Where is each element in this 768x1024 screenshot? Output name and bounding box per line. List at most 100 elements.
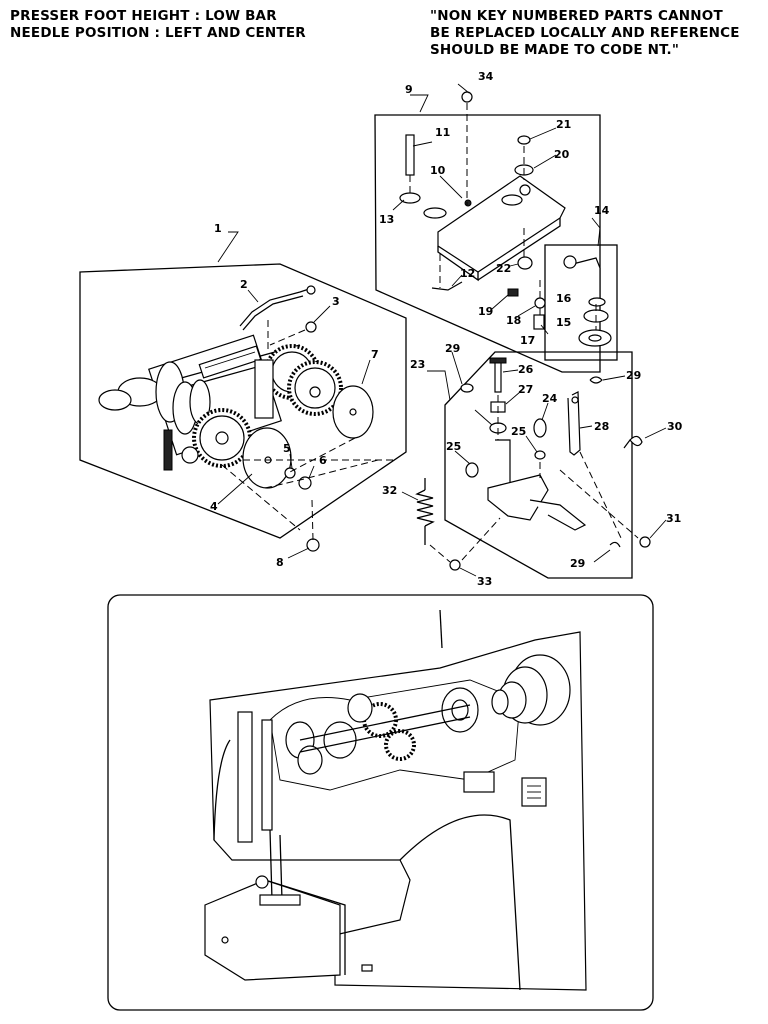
leader-2	[247, 289, 259, 303]
leader-29b	[602, 375, 626, 381]
callout-9: 9	[405, 83, 413, 96]
callout-19: 19	[478, 305, 493, 318]
callout-7: 7	[371, 348, 379, 361]
leader-25b	[525, 435, 538, 453]
leader-25a	[454, 450, 471, 465]
leader-33	[459, 567, 477, 577]
needle-position-text: NEEDLE POSITION : LEFT AND CENTER	[10, 25, 306, 41]
leader-22	[509, 263, 519, 267]
leader-19	[491, 294, 509, 310]
leader-18	[517, 305, 536, 317]
leader-28	[579, 425, 593, 429]
leader-34	[457, 83, 470, 94]
callout-21: 21	[556, 118, 571, 131]
needle-plate-outline	[374, 114, 601, 373]
presser-foot-height-text: PRESSER FOOT HEIGHT : LOW BAR	[10, 8, 277, 24]
callout-2: 2	[240, 278, 248, 291]
sewing-machine-body	[107, 594, 654, 1011]
callout-11: 11	[435, 126, 450, 139]
lever-28	[567, 391, 581, 456]
needle-plate-group	[374, 83, 618, 373]
callout-12: 12	[460, 267, 475, 280]
spindle-pin	[405, 134, 415, 176]
leader-17	[540, 324, 549, 335]
callout-17: 17	[520, 334, 535, 347]
leader-10	[439, 175, 463, 199]
leader-29c	[593, 549, 611, 563]
callout-22: 22	[496, 262, 511, 275]
dash-g1-b	[269, 329, 306, 346]
callout-4: 4	[210, 500, 218, 513]
spring-32	[415, 489, 435, 527]
leader-7	[361, 359, 371, 385]
callout-29b: 29	[626, 369, 641, 382]
dash-g1-g	[289, 437, 356, 473]
clip-29-top	[589, 376, 603, 384]
presser-bar-bracket	[495, 439, 511, 486]
leader-26	[502, 369, 519, 373]
callout-14: 14	[594, 204, 610, 217]
clip-29-bottom	[609, 541, 621, 548]
spring-30	[623, 435, 643, 449]
notice-line-2: BE REPLACED LOCALLY AND REFERENCE	[430, 25, 740, 41]
replacement-notice: "NON KEY NUMBERED PARTS CANNOT BE REPLAC…	[430, 8, 740, 59]
callout-25b: 25	[511, 425, 526, 438]
presser-bar-group	[401, 351, 667, 579]
callout-20: 20	[554, 148, 570, 161]
callout-numbers: 1 2 3 4 5 6 7 8 9 10 11 12 13 14 15 16 1…	[210, 70, 683, 588]
notice-line-1: "NON KEY NUMBERED PARTS CANNOT	[430, 8, 723, 24]
notice-line-3: SHOULD BE MADE TO CODE NT."	[430, 42, 680, 58]
presser-foot-holder	[487, 474, 549, 521]
leader-30	[644, 427, 667, 439]
callout-13: 13	[379, 213, 394, 226]
callout-24: 24	[542, 392, 558, 405]
callout-29c: 29	[570, 557, 585, 570]
leader-20	[533, 154, 557, 169]
callout-28: 28	[594, 420, 609, 433]
callout-8: 8	[276, 556, 284, 569]
callout-5a: 5	[283, 442, 291, 455]
leader-32	[401, 491, 419, 501]
callout-32: 32	[382, 484, 397, 497]
callout-33: 33	[477, 575, 492, 588]
presser-foot-note: PRESSER FOOT HEIGHT : LOW BAR NEEDLE POS…	[10, 8, 306, 42]
lever-part	[239, 285, 316, 331]
callout-10: 10	[430, 164, 446, 177]
presser-bar-outline	[444, 351, 633, 579]
dash-g1-f	[311, 499, 314, 541]
screw-26	[494, 359, 502, 393]
leader-23	[427, 370, 451, 401]
leader-3	[313, 305, 331, 323]
leader-1	[217, 231, 239, 263]
callout-16: 16	[556, 292, 572, 305]
gear-assembly-group	[79, 231, 407, 559]
leader-9	[410, 94, 429, 113]
leader-24	[541, 402, 549, 421]
thread-guide-arm	[564, 257, 601, 300]
callout-3: 3	[332, 295, 340, 308]
gear-assembly-outline	[79, 263, 407, 539]
leader-6	[308, 465, 315, 479]
dash-g1-e	[221, 464, 301, 531]
leader-21	[529, 127, 557, 140]
callout-18: 18	[506, 314, 521, 327]
callout-15: 15	[556, 316, 571, 329]
callout-26: 26	[518, 363, 534, 376]
needle-bar-housing	[237, 711, 253, 843]
leader-5a	[289, 453, 293, 469]
leader-5b	[474, 409, 493, 426]
callout-23: 23	[410, 358, 425, 371]
callout-30: 30	[667, 420, 683, 433]
leader-4	[217, 473, 253, 505]
leader-11	[412, 141, 433, 147]
callout-6: 6	[319, 454, 327, 467]
callout-1: 1	[214, 222, 222, 235]
callout-25a: 25	[446, 440, 461, 453]
callout-31: 31	[666, 512, 681, 525]
dash-g1-d	[264, 459, 379, 489]
callout-34: 34	[478, 70, 494, 83]
machine-frame	[107, 594, 654, 1011]
callout-27: 27	[518, 383, 533, 396]
leader-29a	[451, 351, 463, 385]
